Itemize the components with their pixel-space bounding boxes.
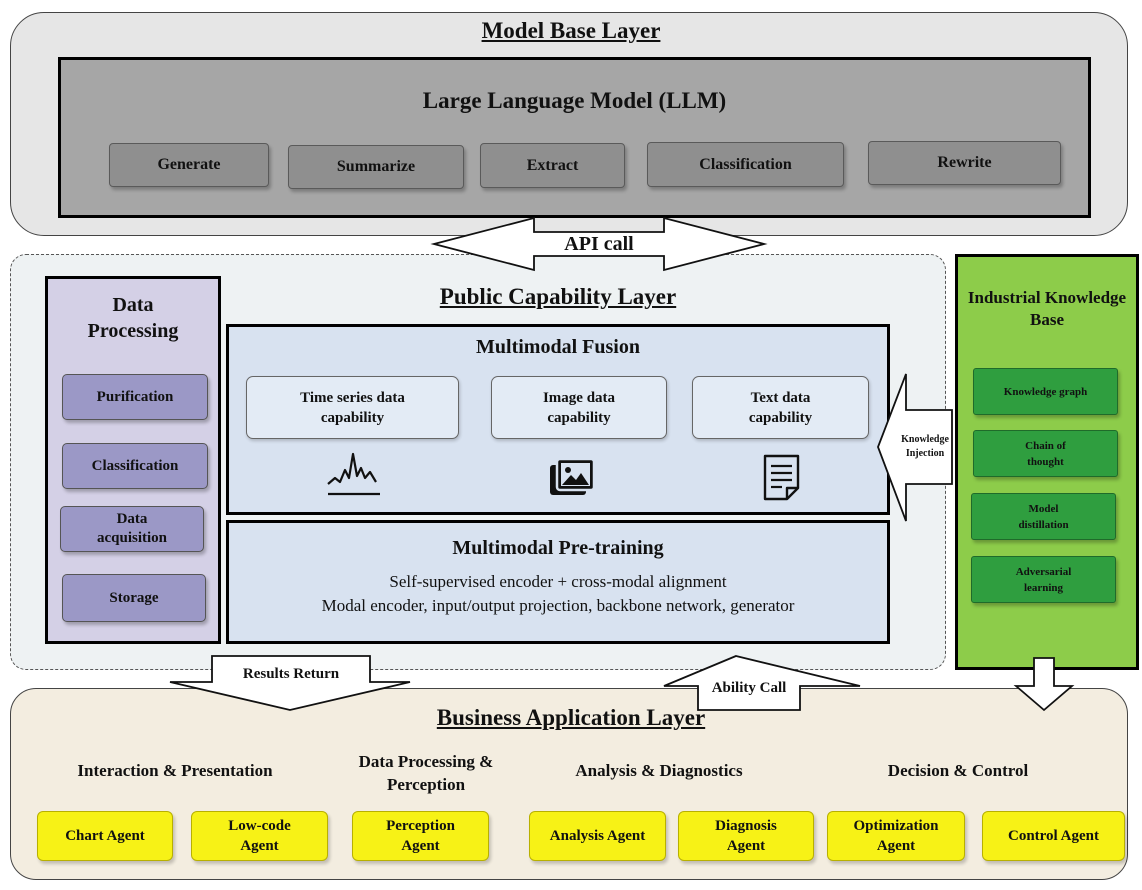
multimodal-pretraining-panel xyxy=(226,520,890,644)
document-icon xyxy=(763,454,800,501)
knowledge-injection-arrow xyxy=(877,373,953,522)
results-return-arrow xyxy=(169,655,411,711)
text-data-capability: Text data capability xyxy=(692,376,869,439)
ability-call-label: Ability Call xyxy=(711,679,787,696)
image-data-capability: Image data capability xyxy=(491,376,667,439)
agent-perception: Perception Agent xyxy=(352,811,489,861)
category-data-processing-perception: Data Processing & Perception xyxy=(358,752,494,794)
llm-function-extract: Extract xyxy=(480,143,625,188)
llm-function-generate: Generate xyxy=(109,143,269,187)
image-icon xyxy=(550,459,596,495)
industrial-knowledge-base-title-line1: Industrial Knowledge xyxy=(967,288,1127,307)
api-call-arrow xyxy=(430,216,768,272)
llm-function-classification: Classification xyxy=(647,142,844,187)
pretraining-description-line1: Self-supervised encoder + cross-modal al… xyxy=(389,572,727,591)
agent-optimization: Optimization Agent xyxy=(827,811,965,861)
agent-control: Control Agent xyxy=(982,811,1125,861)
public-capability-layer-title: Public Capability Layer xyxy=(439,284,677,309)
agent-chart: Chart Agent xyxy=(37,811,173,861)
data-processing-step-data-acquisition: Data acquisition xyxy=(60,506,204,552)
pretraining-description-line2: Modal encoder, input/output projection, … xyxy=(321,596,795,615)
agent-analysis: Analysis Agent xyxy=(529,811,666,861)
industrial-knowledge-base-title: Industrial Knowledge Base xyxy=(955,287,1139,331)
knowledge-injection-label-line2: Injection xyxy=(905,448,945,459)
category-analysis-diagnostics: Analysis & Diagnostics xyxy=(575,760,743,780)
agent-low-code: Low-code Agent xyxy=(191,811,328,861)
llm-box xyxy=(58,57,1091,218)
agent-diagnosis: Diagnosis Agent xyxy=(678,811,814,861)
multimodal-fusion-title: Multimodal Fusion xyxy=(476,336,640,358)
data-processing-step-classification: Classification xyxy=(62,443,208,489)
data-processing-title-line2: Processing xyxy=(87,320,179,342)
time-series-capability: Time series data capability xyxy=(246,376,459,439)
knowledge-injection-label-line1: Knowledge xyxy=(901,434,949,445)
kb-item-chain-of-thought: Chain of thought xyxy=(973,430,1118,477)
knowledge-base-down-arrow xyxy=(1013,657,1075,712)
results-return-label: Results Return xyxy=(242,665,340,682)
data-processing-step-purification: Purification xyxy=(62,374,208,420)
category-interaction-presentation: Interaction & Presentation xyxy=(77,760,273,780)
ability-call-arrow xyxy=(663,655,861,711)
category-decision-control: Decision & Control xyxy=(887,760,1029,780)
knowledge-injection-label: Knowledge Injection xyxy=(896,433,954,461)
data-processing-title-line1: Data xyxy=(112,294,154,316)
kb-item-model-distillation: Model distillation xyxy=(971,493,1116,540)
api-call-label: API call xyxy=(564,232,634,255)
business-application-layer-title: Business Application Layer xyxy=(436,705,706,730)
model-base-layer-title: Model Base Layer xyxy=(481,18,661,43)
llm-function-rewrite: Rewrite xyxy=(868,141,1061,185)
data-processing-title: Data Processing xyxy=(45,292,221,344)
multimodal-pretraining-title: Multimodal Pre-training xyxy=(452,537,664,559)
kb-item-adversarial-learning: Adversarial learning xyxy=(971,556,1116,603)
llm-function-summarize: Summarize xyxy=(288,145,464,189)
llm-title: Large Language Model (LLM) xyxy=(422,88,727,113)
data-processing-step-storage: Storage xyxy=(62,574,206,622)
time-series-chart-icon xyxy=(327,452,380,496)
industrial-knowledge-base-title-line2: Base xyxy=(1030,310,1064,329)
kb-item-knowledge-graph: Knowledge graph xyxy=(973,368,1118,415)
